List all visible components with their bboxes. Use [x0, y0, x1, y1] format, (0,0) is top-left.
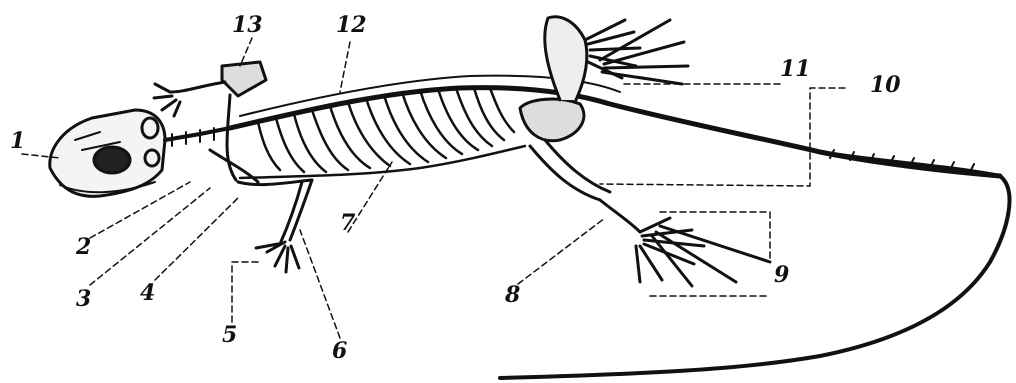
neck-vertebrae — [165, 128, 230, 140]
label-3: 3 — [76, 288, 91, 310]
sternum — [240, 146, 525, 178]
skull — [50, 110, 165, 196]
vertebral-column — [230, 88, 1000, 176]
label-10: 10 — [870, 74, 901, 96]
tail — [500, 152, 1009, 378]
label-7: 7 — [340, 212, 355, 234]
label-1: 1 — [10, 130, 25, 152]
hindlimb-upper — [545, 17, 688, 100]
forelimb-lower — [238, 180, 312, 272]
label-9: 9 — [774, 264, 789, 286]
ribs — [258, 88, 514, 172]
label-6: 6 — [332, 340, 347, 362]
forelimb-upper — [154, 82, 225, 116]
label-13: 13 — [232, 14, 263, 36]
label-11: 11 — [780, 58, 811, 80]
label-8: 8 — [505, 284, 520, 306]
label-4: 4 — [140, 282, 155, 304]
pelvic-girdle — [520, 99, 584, 141]
label-5: 5 — [222, 324, 237, 346]
label-2: 2 — [76, 236, 91, 258]
hindlimb-lower — [530, 140, 770, 286]
label-12: 12 — [336, 14, 367, 36]
